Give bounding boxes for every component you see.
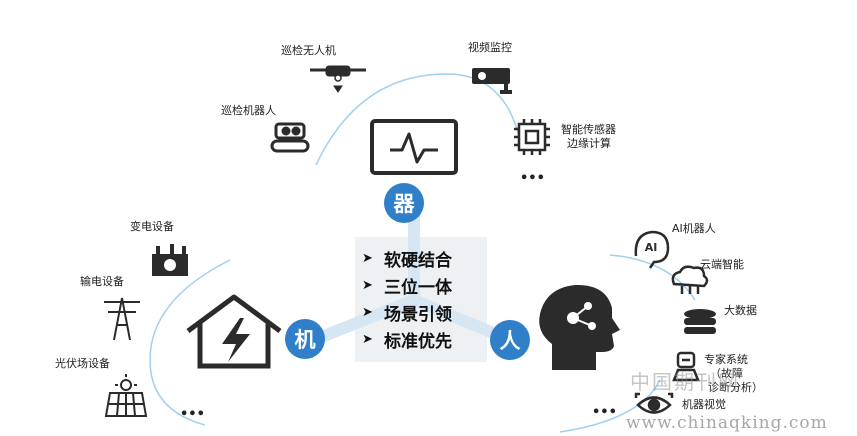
cloud-icon (671, 265, 709, 294)
principle-item: ➤ 三位一体 (362, 272, 482, 299)
camera-icon (472, 68, 512, 94)
expert-sub-label: （故障 (710, 367, 743, 380)
bigdata-label: 大数据 (724, 304, 757, 317)
watermark-chinese: 中国期刊网 (630, 370, 740, 394)
device-more-dots: ••• (520, 171, 545, 186)
solar-panel-icon (104, 374, 148, 417)
arrow-icon: ➤ (362, 332, 373, 347)
ai-head-icon: AI (634, 230, 670, 269)
sensor-label: 智能传感器 (561, 123, 616, 136)
center-principles-list: ➤ 软硬结合 ➤ 三位一体 ➤ 场景引领 ➤ 标准优先 (362, 245, 482, 353)
arrow-icon: ➤ (362, 278, 373, 293)
arrow-icon: ➤ (362, 305, 373, 320)
tower-icon (104, 297, 140, 341)
transformer-icon (152, 244, 188, 276)
ai-robot-label: AI机器人 (672, 222, 716, 235)
database-icon (684, 309, 716, 334)
cloud-label: 云端智能 (700, 258, 744, 271)
drone-icon (310, 65, 366, 93)
house-power-icon (186, 294, 282, 369)
person-hub-label: 人 (500, 329, 521, 353)
principle-text: 三位一体 (384, 278, 452, 298)
robot-label: 巡检机器人 (221, 104, 276, 117)
machine-hub-label: 机 (295, 328, 316, 352)
transmission-label: 输电设备 (80, 275, 124, 288)
machine-hub-circle (285, 319, 325, 359)
substation-label: 变电设备 (130, 220, 174, 233)
expert-sub-label-2: 诊断分析） (708, 381, 763, 394)
watermark-url: www.chinaqking.com (626, 413, 828, 433)
arrow-icon: ➤ (362, 251, 373, 266)
robot-icon (270, 122, 310, 153)
camera-label: 视频监控 (468, 41, 512, 54)
device-hub-label: 器 (393, 192, 416, 216)
principle-item: ➤ 标准优先 (362, 326, 482, 353)
expert-label: 专家系统 (704, 353, 748, 366)
chip-icon (514, 119, 550, 155)
svg-text:AI: AI (645, 241, 658, 254)
person-arc-lower (559, 379, 661, 433)
principle-item: ➤ 场景引领 (362, 299, 482, 326)
device-hub-circle (384, 183, 424, 223)
person-more-dots: ••• (592, 405, 617, 420)
brain-head-icon (539, 284, 620, 370)
principle-item: ➤ 软硬结合 (362, 245, 482, 272)
device-arc (315, 73, 521, 166)
pv-label: 光伏场设备 (55, 357, 110, 370)
edge-computing-label: 边缘计算 (567, 137, 611, 150)
machine-more-dots: ••• (180, 407, 205, 422)
principle-text: 软硬结合 (384, 251, 452, 271)
principle-text: 场景引领 (384, 305, 452, 325)
principle-text: 标准优先 (384, 332, 452, 352)
machine-vision-label: 机器视觉 (682, 398, 726, 411)
person-hub-circle (490, 320, 530, 360)
expert-icon (672, 351, 700, 382)
machine-arc (149, 259, 231, 426)
eye-icon (634, 392, 674, 414)
drone-label: 巡检无人机 (281, 44, 336, 57)
monitor-icon (370, 119, 458, 175)
